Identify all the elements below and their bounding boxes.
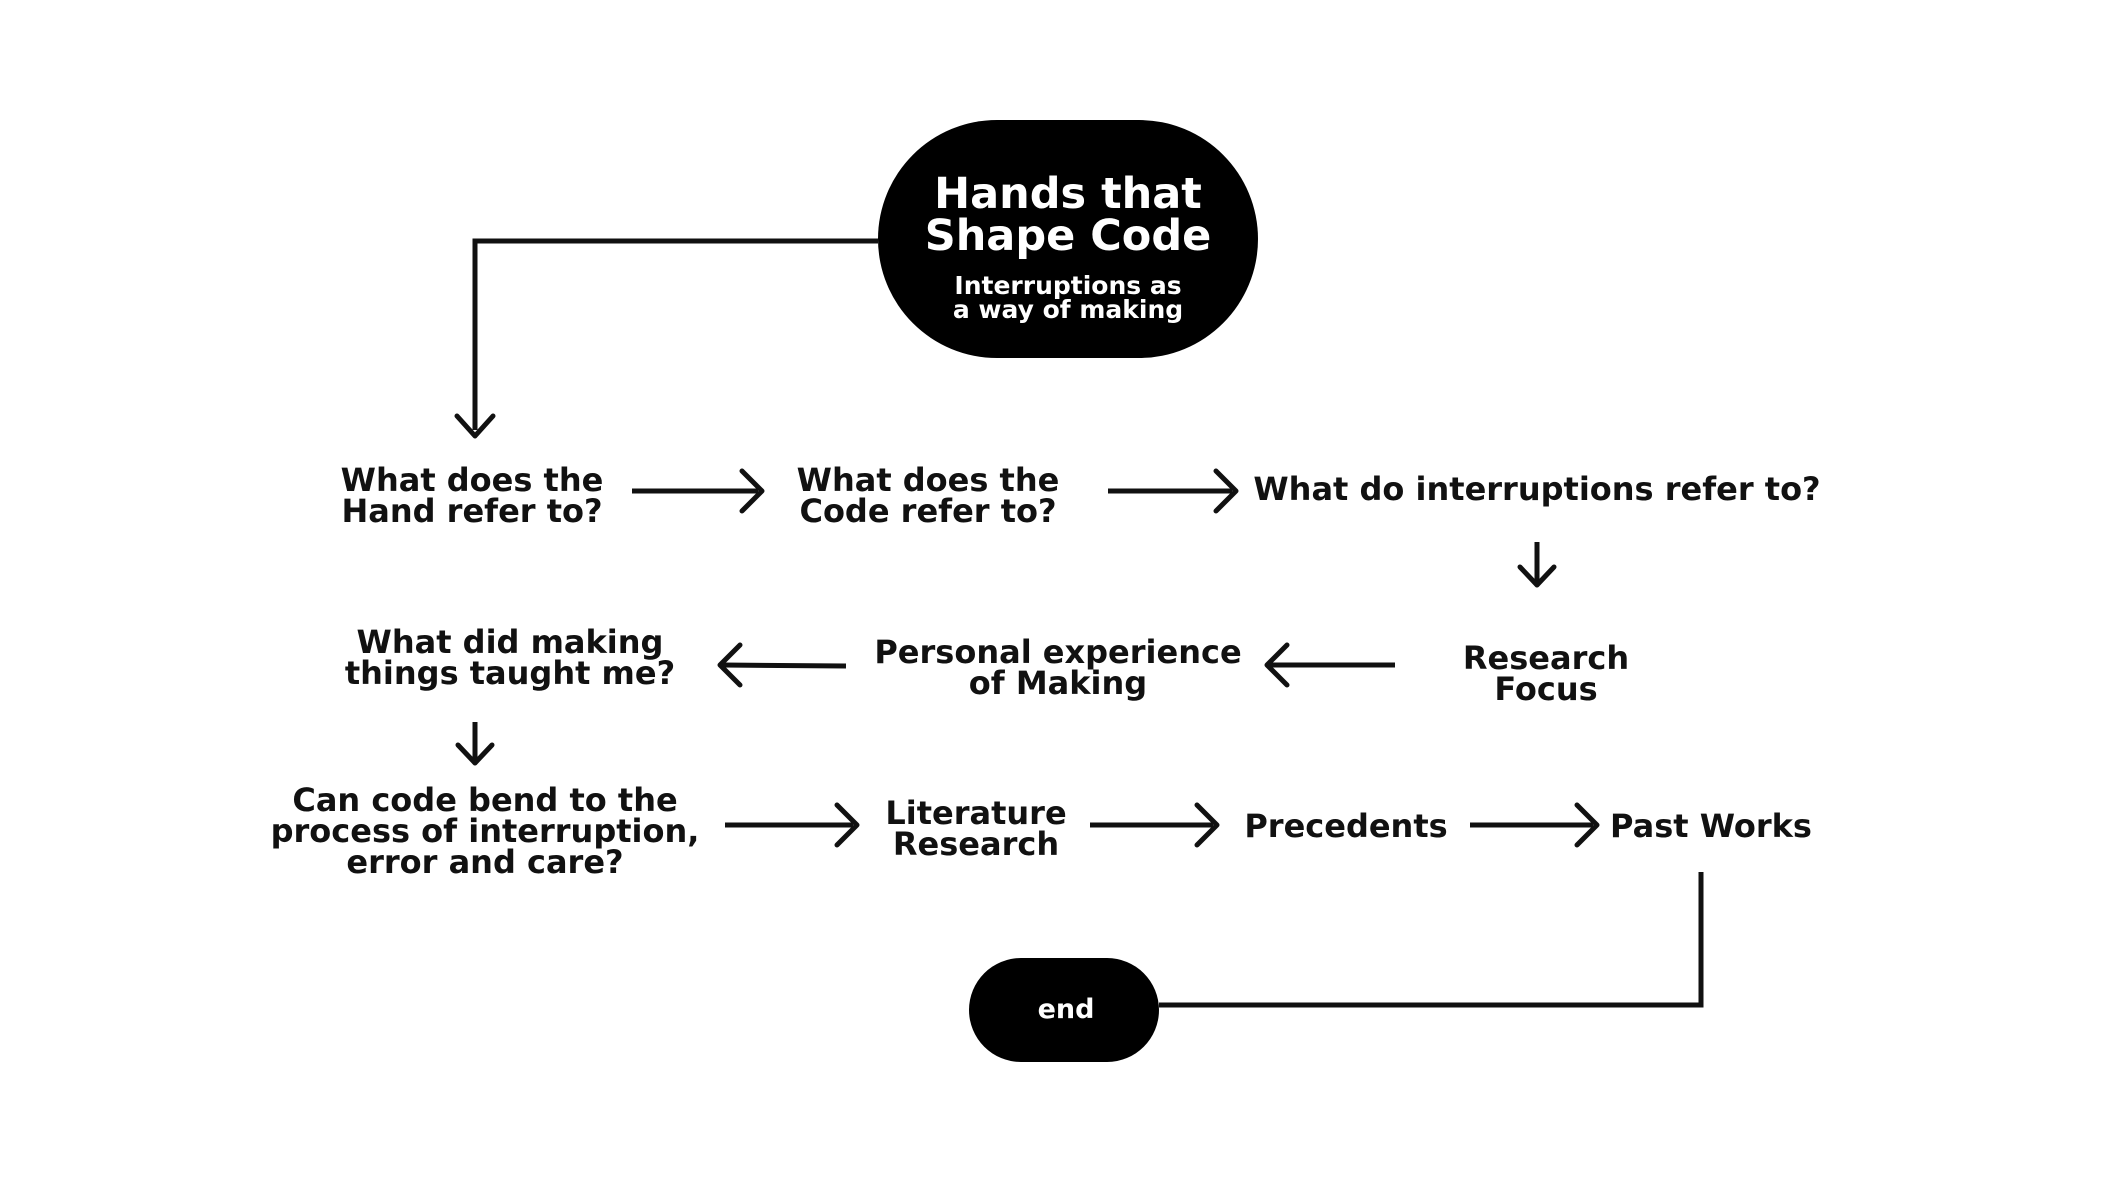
node-past-works: Past Works <box>1610 807 1812 845</box>
node-code: What does the Code refer to? <box>797 461 1060 530</box>
start-title-line1: Hands that <box>934 169 1202 219</box>
end-node: end <box>969 958 1159 1062</box>
start-node: Hands that Shape Code Interruptions as a… <box>878 120 1258 358</box>
node-code-bend-line2: process of interruption, <box>271 812 700 850</box>
node-research-focus: Research Focus <box>1463 639 1629 708</box>
node-interruptions: What do interruptions refer to? <box>1253 470 1820 508</box>
node-literature-line2: Research <box>893 825 1059 863</box>
arrowhead-right-code <box>739 468 765 514</box>
start-subtitle-line2: a way of making <box>953 295 1183 324</box>
node-literature-line1: Literature <box>885 794 1066 832</box>
node-personal-experience-line1: Personal experience <box>874 633 1241 671</box>
arrowhead-left-taught <box>717 642 743 688</box>
node-code-line1: What does the <box>797 461 1060 499</box>
node-code-bend: Can code bend to the process of interrup… <box>271 781 700 881</box>
arrowhead-left-personal <box>1264 642 1290 688</box>
start-node-shape <box>878 120 1258 358</box>
arrowhead-right-interruptions <box>1213 468 1239 514</box>
node-code-line2: Code refer to? <box>799 492 1056 530</box>
node-past-works-line1: Past Works <box>1610 807 1812 845</box>
node-literature: Literature Research <box>885 794 1066 863</box>
connector-start-to-hand <box>472 238 878 430</box>
arrowhead-right-literature <box>834 802 860 848</box>
node-making-taught-line1: What did making <box>357 623 664 661</box>
node-personal-experience-line2: of Making <box>969 664 1147 702</box>
node-research-focus-line2: Focus <box>1494 670 1597 708</box>
node-making-taught-line2: things taught me? <box>345 654 675 692</box>
end-label: end <box>1038 994 1095 1025</box>
node-precedents-line1: Precedents <box>1244 807 1447 845</box>
node-making-taught: What did making things taught me? <box>345 623 675 692</box>
arrowhead-right-precedents <box>1194 802 1220 848</box>
arrowhead-down-codebend <box>455 742 495 766</box>
arrowhead-right-pastworks <box>1574 802 1600 848</box>
node-code-bend-line1: Can code bend to the <box>292 781 677 819</box>
start-subtitle-line1: Interruptions as <box>954 271 1181 300</box>
node-hand-line1: What does the <box>341 461 604 499</box>
node-research-focus-line1: Research <box>1463 639 1629 677</box>
arrowhead-down-hand <box>454 413 496 439</box>
start-title-line2: Shape Code <box>925 211 1212 261</box>
node-personal-experience: Personal experience of Making <box>874 633 1241 702</box>
node-precedents: Precedents <box>1244 807 1447 845</box>
end-node-shape <box>969 958 1159 1062</box>
node-hand-line2: Hand refer to? <box>341 492 602 530</box>
node-interruptions-line1: What do interruptions refer to? <box>1253 470 1820 508</box>
node-hand: What does the Hand refer to? <box>341 461 604 530</box>
connector-pastworks-to-end <box>1159 872 1704 1008</box>
arrowhead-down-focus <box>1517 564 1557 588</box>
arrow-personal-to-taught <box>721 662 847 669</box>
node-code-bend-line3: error and care? <box>346 843 623 881</box>
